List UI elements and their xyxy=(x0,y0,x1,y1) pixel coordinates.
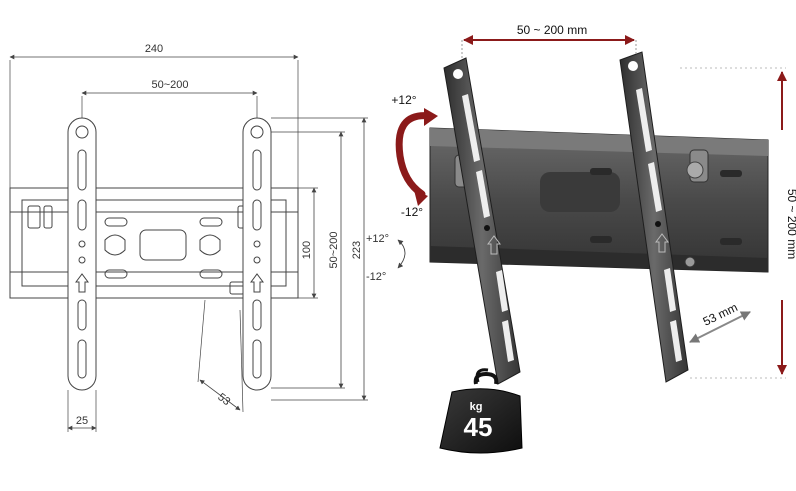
left-arm xyxy=(443,57,521,385)
weight-icon xyxy=(439,368,523,454)
tilt-up-label-drawing: +12° xyxy=(366,233,389,245)
dim-arm-width: 25 xyxy=(76,415,88,427)
product-photo: kg 45 xyxy=(395,35,787,454)
technical-drawing xyxy=(9,54,406,432)
tilt-arrow-drawing xyxy=(397,239,406,269)
photo-depth: 53 mm xyxy=(701,300,740,329)
dim-height-100: 100 xyxy=(301,241,313,259)
photo-vesa-horizontal: 50 ~ 200 mm xyxy=(517,23,587,37)
photo-vesa-vertical: 50 ~ 200 mm xyxy=(785,189,796,259)
right-arm-drawing xyxy=(242,117,272,391)
tilt-arrow-red xyxy=(395,112,434,198)
left-arm-drawing xyxy=(67,117,97,391)
dim-vesa-vertical: 50~200 xyxy=(328,231,340,268)
weight-value: 45 xyxy=(464,412,493,442)
dim-vesa-horizontal: 50~200 xyxy=(151,79,188,91)
tilt-down-label-drawing: -12° xyxy=(366,271,386,283)
right-arm xyxy=(619,51,696,383)
dim-depth: 53 xyxy=(215,391,232,408)
weight-unit: kg xyxy=(470,401,483,413)
photo-tilt-down: -12° xyxy=(401,205,423,219)
wall-plate-inner xyxy=(21,199,287,287)
dim-overall-height: 223 xyxy=(351,241,363,259)
wall-plate xyxy=(429,127,769,273)
photo-tilt-up: +12° xyxy=(391,93,416,107)
dim-overall-width: 240 xyxy=(145,43,163,55)
